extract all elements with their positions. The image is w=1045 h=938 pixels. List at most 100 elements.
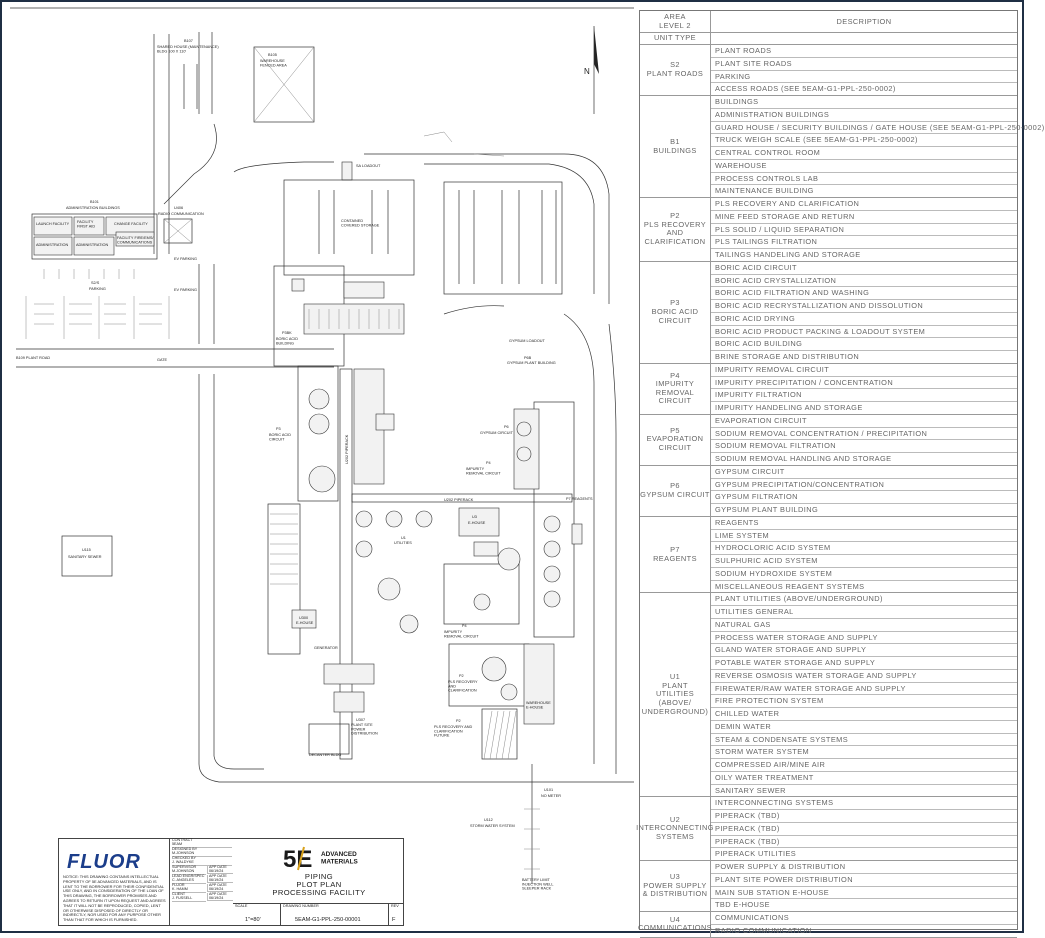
legend-item: COMMUNICATIONS — [711, 912, 1017, 925]
scale-cell: SCALE 1"=80' — [233, 904, 281, 926]
legend-item: PIPERACK (TBD) — [711, 823, 1017, 836]
legend-item: PARKING — [711, 71, 1017, 84]
legend-item: OILY WATER TREATMENT — [711, 772, 1017, 785]
ev-parking-label-2: EV PARKING — [174, 288, 197, 292]
first-aid-box — [73, 216, 105, 236]
p2-code-b: P2 — [456, 719, 461, 723]
legend-item: REAGENTS — [711, 517, 1017, 530]
fluor-approver-label: FLUOR — [172, 883, 185, 887]
legend-item: MAINTENANCE BUILDING — [715, 186, 814, 196]
pls-tank-1 — [481, 656, 507, 682]
fluor-approver-value: K. HAMM — [172, 886, 188, 891]
power-distribution-area — [308, 723, 350, 755]
gypsum-building-outline — [443, 181, 563, 295]
road-parking — [198, 264, 215, 344]
legend-item: BORIC ACID BUILDING — [711, 338, 1017, 351]
legend-item: FIRE PROTECTION SYSTEM — [711, 695, 1017, 708]
legend-item: PROCESS WATER STORAGE AND SUPPLY — [711, 632, 1017, 645]
warehouse-cross — [253, 46, 315, 123]
launch-facility-label: LAUNCH FACILITY — [36, 222, 70, 226]
legend-item: MAIN SUB STATION E-HOUSE — [711, 887, 1017, 900]
radio-cross — [163, 218, 193, 244]
legend-item: IMPURITY HANDELING AND STORAGE — [715, 403, 863, 412]
decanter-label: DECANTER BLDG — [309, 753, 341, 757]
legend-item: STORM WATER SYSTEM — [711, 746, 1017, 759]
piperack-storage — [375, 413, 395, 431]
warehouse-fenced-area — [253, 46, 315, 123]
legend-area-label: P2 PLS RECOVERY AND CLARIFICATION — [640, 198, 711, 261]
ehouse-u300 — [291, 609, 317, 629]
drawing-number-label: DRAWING NUMBER — [283, 904, 319, 908]
legend-area-label: U1 PLANT UTILITIES (ABOVE/ UNDERGROUND) — [640, 593, 711, 797]
u3-ehouse-label: E-HOUSE — [468, 521, 486, 525]
road-north-east — [364, 153, 610, 304]
checked-by-value: J. WALDYKE — [172, 859, 194, 864]
reagent-unit — [571, 523, 583, 545]
legend-area-label: P6 GYPSUM CIRCUIT — [640, 465, 711, 516]
client-label: CLIENT — [172, 892, 186, 896]
legend-item: BORIC ACID FILTRATION AND WASHING — [711, 287, 1017, 300]
legend-item: PIPERACK (TBD) — [711, 836, 1017, 849]
plant-road-label: B109 PLANT ROAD — [16, 356, 50, 360]
u101-label: NO METER — [541, 794, 561, 798]
legend-item: TBD E-HOUSE — [715, 900, 770, 910]
legend-item: EVAPORATION CIRCUIT — [711, 415, 1017, 428]
title-block-bottom-row: SCALE 1"=80' DRAWING NUMBER 5EAM-G1-PPL-… — [233, 903, 404, 926]
administration-b-label: ADMINISTRATION — [76, 243, 108, 247]
impurity-tank-1 — [497, 547, 521, 571]
reagent-tank-4 — [543, 590, 561, 608]
gypsum-tank-2 — [516, 446, 532, 462]
legend-area-label: U4 COMMUNICATIONS — [638, 912, 712, 937]
client-value: J. FUSSELL — [172, 895, 193, 900]
impurity-tank-2 — [473, 593, 491, 611]
impurity-area — [443, 563, 520, 625]
s2-parking-label: PARKING — [89, 287, 106, 291]
legend-item: MINE FEED STORAGE AND RETURN — [711, 211, 1017, 224]
p7-reagents-label: P7 REAGENTS — [566, 497, 593, 501]
rev-label: REV — [391, 904, 399, 908]
lead-label: LEAD ENGR/SPEC — [172, 874, 205, 878]
plant-road-main — [16, 348, 334, 368]
drawing-number-value: 5EAM-G1-PPL-250-00001 — [295, 917, 361, 923]
legend-item: DEMIN WATER — [711, 721, 1017, 734]
piperack-vertical — [339, 368, 353, 760]
gypsum-tank-1 — [516, 421, 532, 437]
supervisor-date-label: APP DATE — [209, 865, 227, 869]
road-east-outer — [608, 323, 617, 774]
perimeter-road-south — [198, 374, 634, 783]
administration-a-label: ADMINISTRATION — [36, 243, 68, 247]
p2-code-a: P2 — [459, 674, 464, 678]
legend-item: BORIC ACID CIRCUIT — [711, 262, 1017, 275]
fluor-logo: FLUOR — [67, 851, 141, 873]
sleeper-rack-ticks — [524, 808, 540, 870]
legend-item: UTILITIES GENERAL — [711, 606, 1017, 619]
legend-item: BORIC ACID DRYING — [711, 313, 1017, 326]
legend-area-label: B1 BUILDINGS — [640, 96, 711, 197]
reagent-tank-3 — [543, 565, 561, 583]
legend-item: NATURAL GAS — [711, 619, 1017, 632]
legend-item: RADIO COMMUNICATION — [715, 925, 812, 935]
legend-item: BORIC ACID RECRYSTALLIZATION AND DISSOLU… — [711, 300, 1017, 313]
legend-group: U1 PLANT UTILITIES (ABOVE/ UNDERGROUND)P… — [640, 593, 1017, 798]
reagents-column — [533, 401, 575, 638]
administration-a-box — [33, 236, 73, 256]
